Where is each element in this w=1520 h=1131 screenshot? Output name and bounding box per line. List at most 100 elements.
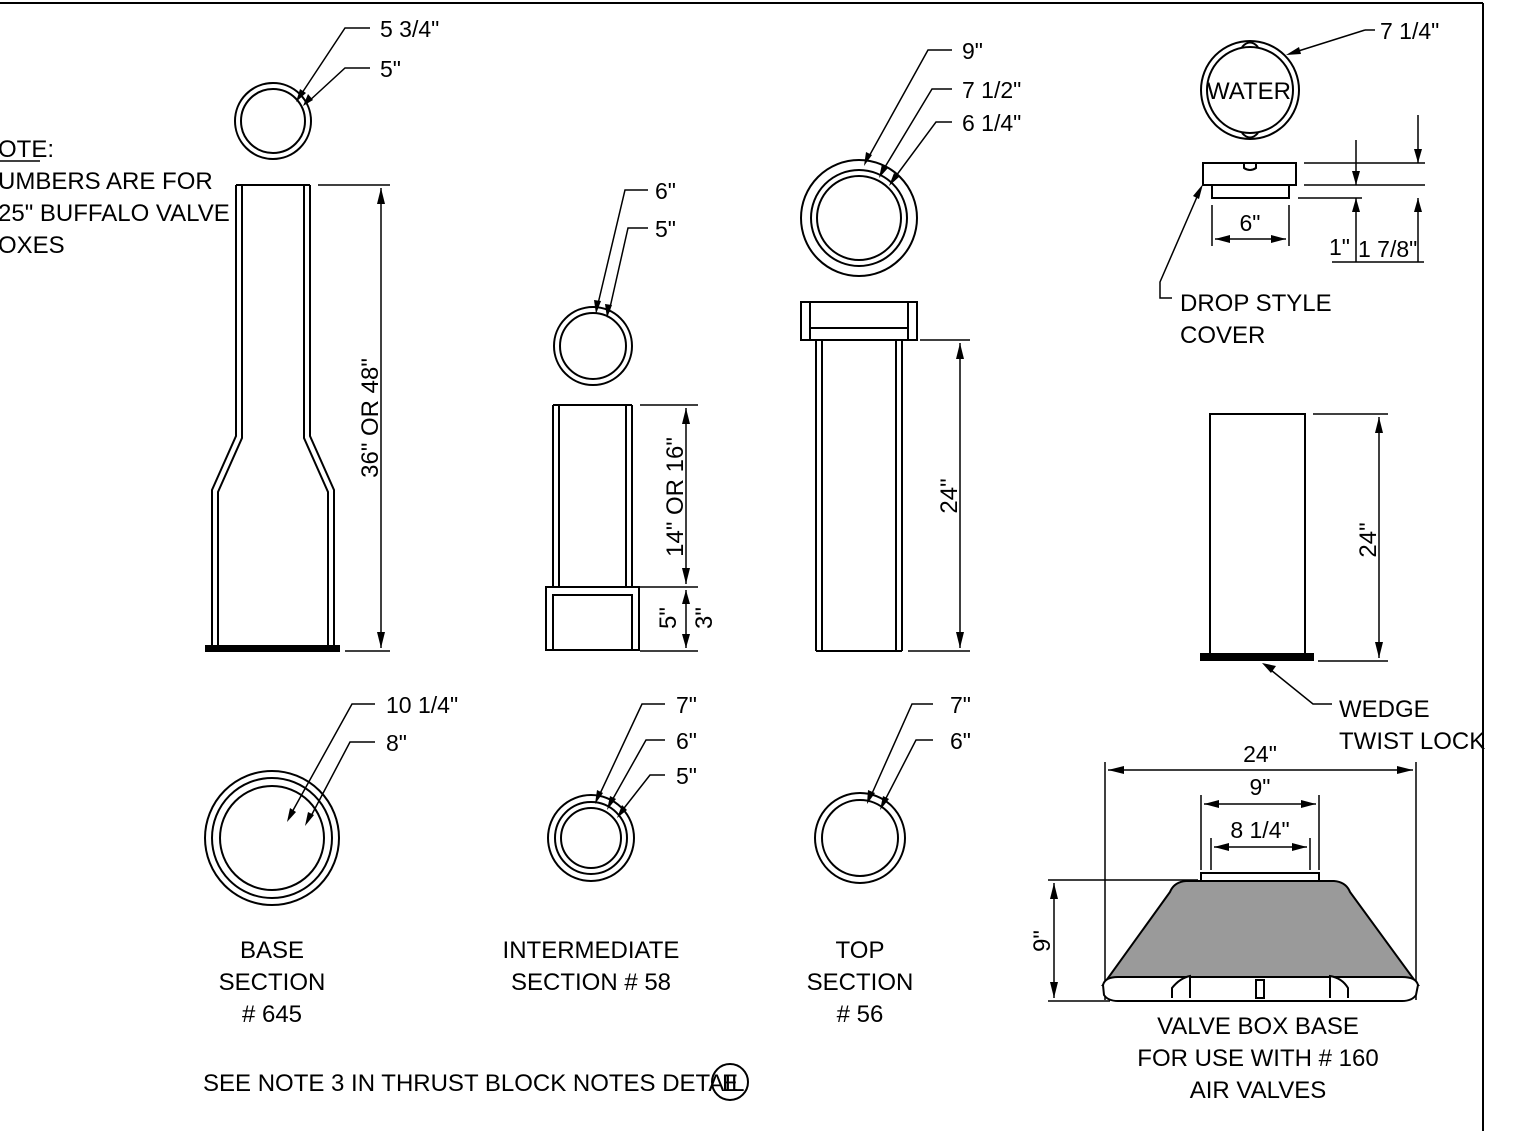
dim-arrow (956, 632, 964, 648)
dim-arrow (1397, 766, 1413, 774)
base-body-right-outer (309, 185, 335, 646)
intermediate-bottom-dim-b: 6" (676, 728, 697, 754)
top-top-a-leader (866, 49, 952, 161)
base-bottom-inner-dim: 8" (386, 730, 407, 756)
cover-elevation-skirt (1211, 184, 1290, 199)
footer-note-text: SEE NOTE 3 IN THRUST BLOCK NOTES DETAIL (203, 1070, 744, 1097)
leader-arrow (880, 796, 889, 810)
base-top-inner-circle (240, 88, 306, 154)
dim-arrow (1375, 642, 1383, 658)
intermediate-bottom-dim-c: 5" (676, 763, 697, 789)
general-note: OTE: UMBERS ARE FOR 25" BUFFALO VALVE OX… (0, 136, 230, 259)
valve-base-top-inner-dim: 8 1/4" (1230, 817, 1289, 843)
cover-height-dim: 1 7/8" (1358, 236, 1417, 262)
top-top-dim-c: 6 1/4" (962, 110, 1021, 136)
top-section: 9" 7 1/2" 6 1/4" 24" 7" 6" TOP SECTION #… (800, 38, 1021, 1028)
intermediate-sleeve-inner (552, 594, 633, 650)
dim-arrow (1050, 982, 1058, 998)
intermediate-sleeve-outer (545, 586, 640, 651)
valve-base-caption-3: AIR VALVES (1190, 1077, 1327, 1104)
top-top-outer-circle (800, 159, 918, 277)
intermediate-caption-1: INTERMEDIATE (503, 937, 680, 964)
dim-arrow (377, 632, 385, 648)
intermediate-top-inner-leader (608, 227, 648, 313)
leader-arrow (864, 152, 872, 166)
cover-label: WATER (1207, 78, 1291, 105)
leader-arrow (303, 94, 313, 106)
leader-arrow (296, 89, 306, 102)
leader-arrow (605, 304, 612, 318)
top-caption-2: SECTION (807, 969, 914, 996)
drop-style-cover: WATER 7 1/4" 6" 1" 1 7/8" DROP STYLE COV… (1159, 18, 1439, 349)
top-top-inner-circle (816, 175, 902, 261)
extension-piece: 24" WEDGE TWIST LOCK (1200, 413, 1485, 755)
intermediate-bottom-dim-a: 7" (676, 692, 697, 718)
base-bottom-outer-circle (204, 770, 340, 906)
top-caption-1: TOP (836, 937, 885, 964)
top-top-dim-a: 9" (962, 38, 983, 64)
base-bottom-mid-circle (211, 777, 333, 899)
top-bottom-a-leader (869, 703, 933, 799)
leader-arrow (594, 300, 601, 314)
extension-body (1209, 413, 1306, 655)
valve-base-slot-left (1171, 974, 1191, 998)
top-caption-3: # 56 (837, 1001, 884, 1028)
cover-caption-1: DROP STYLE (1180, 290, 1332, 317)
leader-arrow (867, 790, 875, 804)
leader-arrow (305, 812, 314, 826)
dim-arrow (1215, 235, 1230, 243)
top-top-c-leader (892, 121, 952, 181)
dim-arrow (1352, 171, 1360, 185)
note-line-1: UMBERS ARE FOR (0, 168, 213, 195)
top-top-mid-circle (810, 169, 908, 267)
base-body-left-outer (211, 185, 237, 646)
wedge-caption-2: TWIST LOCK (1339, 728, 1485, 755)
valve-base-caption-2: FOR USE WITH # 160 (1137, 1045, 1378, 1072)
detail-reference-letter: E (722, 1070, 738, 1097)
top-height-dim: 24" (936, 478, 963, 513)
dim-arrow (1301, 800, 1316, 808)
dim-arrow (1414, 149, 1422, 163)
dim-arrow (377, 188, 385, 204)
intermediate-section: 6" 5" 14" OR 16" 5" 3" 7" 6" 5" (503, 178, 718, 996)
intermediate-sleeve-dim-a: 5" (655, 607, 682, 629)
valve-base-slot-right (1329, 974, 1349, 998)
wedge-callout-leader (1265, 665, 1332, 705)
top-bottom-b-leader (882, 739, 933, 805)
intermediate-bottom-inner-circle (560, 807, 622, 869)
valve-base-caption-1: VALVE BOX BASE (1157, 1013, 1359, 1040)
intermediate-top-inner-dim: 5" (655, 216, 676, 242)
dim-arrow (682, 590, 690, 604)
dim-arrow (1271, 235, 1286, 243)
wedge-caption-1: WEDGE (1339, 696, 1430, 723)
valve-base-top-ring (1200, 872, 1320, 882)
note-line-3: OXES (0, 232, 65, 259)
cover-caption-2: COVER (1180, 322, 1265, 349)
cover-width-dim: 6" (1240, 210, 1261, 236)
cover-elevation-top (1202, 162, 1297, 186)
base-body-right-inner (303, 185, 329, 646)
dim-arrow (956, 343, 964, 359)
leader-arrow (607, 796, 616, 810)
cover-lip-dim: 1" (1329, 234, 1350, 260)
top-bottom-outer-circle (814, 792, 906, 884)
intermediate-bottom-b-leader (609, 739, 665, 805)
intermediate-bottom-a-leader (597, 703, 665, 799)
cover-plan-outer-circle (1200, 40, 1300, 140)
intermediate-bottom-mid-circle (554, 801, 628, 875)
base-top-outer-dim: 5 3/4" (380, 16, 439, 42)
base-height-dim: 36" OR 48" (357, 358, 384, 478)
top-collar-outer (800, 301, 918, 341)
intermediate-top-outer-dim: 6" (655, 178, 676, 204)
valve-base-width-dim: 24" (1243, 741, 1277, 767)
valve-base-slot-center (1255, 979, 1265, 999)
valve-base-body (1101, 880, 1420, 986)
dim-arrow (1108, 766, 1124, 774)
base-caption-2: SECTION (219, 969, 326, 996)
footer-note: SEE NOTE 3 IN THRUST BLOCK NOTES DETAIL … (203, 1063, 749, 1101)
top-bottom-dim-b: 6" (950, 728, 971, 754)
base-section: 5 3/4" 5" 36" OR 48" 10 1/4" 8" BASE SEC… (204, 16, 458, 1028)
cover-pick-hole-bottom (1241, 132, 1259, 139)
detail-reference-circle (711, 1063, 749, 1101)
dim-arrow (1414, 198, 1422, 212)
